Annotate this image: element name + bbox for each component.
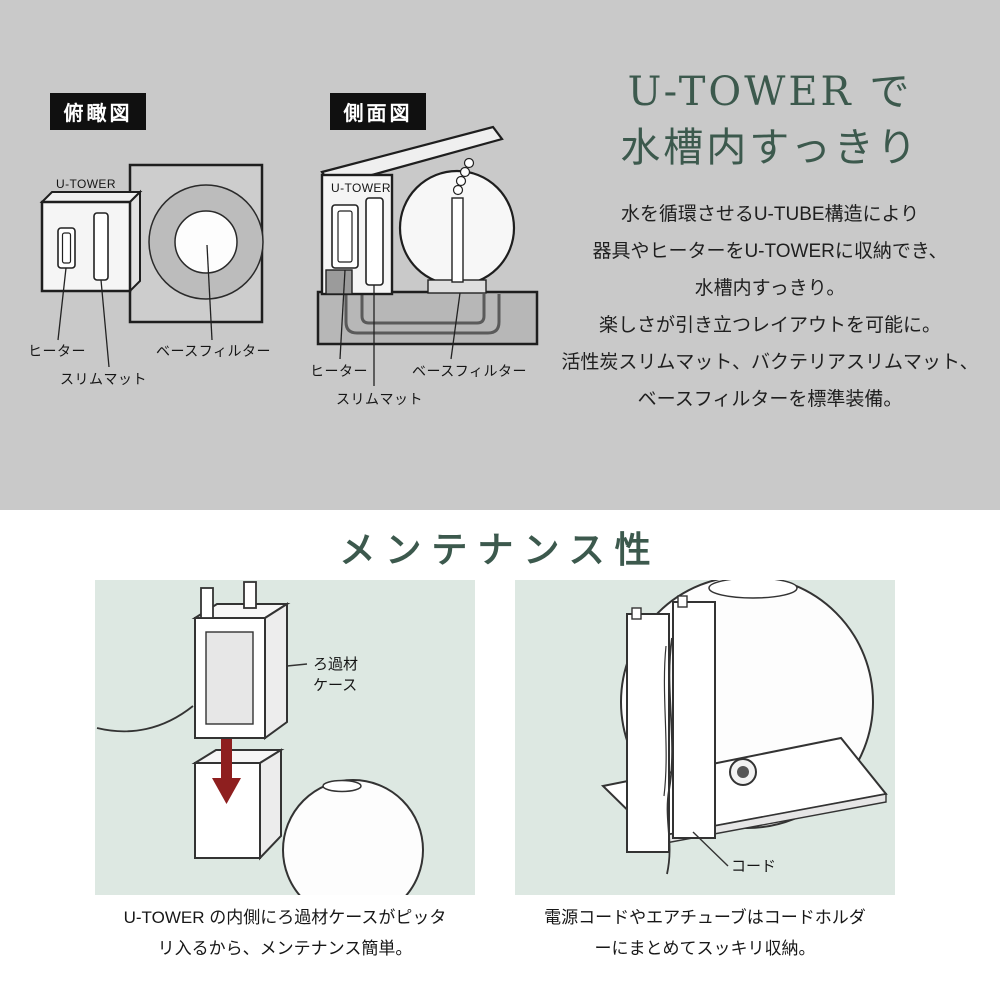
filter-case-side-face: [264, 602, 288, 740]
filter-case-callout-line1: ろ過材: [313, 656, 359, 673]
u-tube-outer-pipe: [344, 294, 501, 335]
utower-side-face: [259, 748, 282, 861]
side-view-slim-mat-label: スリムマット: [336, 391, 423, 407]
side-view-diagram: [316, 125, 539, 386]
utower-front-slab: [626, 613, 670, 853]
cord-holder-illustration: [600, 580, 888, 875]
top-view-heater-label: ヒーター: [28, 343, 86, 359]
maintenance-panel-cord-holder: コード: [515, 580, 895, 895]
feature-title-line2: 水槽内すっきり: [620, 125, 920, 171]
side-view-base-filter-label: ベースフィルター: [412, 363, 528, 379]
heater-leader-line: [339, 269, 346, 360]
filter-case-callout-line2: ケース: [313, 677, 358, 694]
air-tube-segment: [455, 175, 467, 187]
feature-body-line: ベースフィルターを標準装備。: [637, 389, 903, 410]
heater-leader-line: [57, 267, 67, 341]
top-view-diagram: [39, 163, 264, 368]
feature-body-line: 楽しさが引き立つレイアウトを可能に。: [598, 315, 941, 336]
maintenance-title: メンテナンス性: [339, 529, 661, 571]
filter-case-caption: U-TOWER の内側にろ過材ケースがピッタ リ入るから、メンテナンス簡単。: [95, 902, 475, 964]
feature-body-line: 器具やヒーターをU-TOWERに収納でき、: [592, 241, 948, 262]
utower-top-face: [39, 191, 143, 203]
filter-case-caption-line1: U-TOWER の内側にろ過材ケースがピッタ: [123, 908, 447, 927]
outlet-center: [737, 766, 749, 778]
utower-back-slab: [672, 601, 716, 839]
air-tube-line: [663, 645, 667, 797]
sphere-tank: [282, 779, 424, 895]
feature-body-line: 水槽内すっきり。: [694, 278, 846, 299]
sphere-opening: [322, 779, 362, 793]
cord-holder-caption-line2: ーにまとめてスッキリ収納。: [594, 939, 816, 958]
utower-side-face: [129, 189, 141, 294]
feature-body-copy: 水を循環させるU-TUBE構造により 器具やヒーターをU-TOWERに収納でき、…: [535, 196, 1000, 418]
callout-leader-line: [286, 663, 308, 667]
heater-inner-shape: [61, 232, 72, 264]
base-slab: [316, 290, 539, 346]
filter-case-illustration: [96, 581, 424, 895]
cord-holder-caption: 電源コードやエアチューブはコードホルダ ーにまとめてスッキリ収納。: [515, 902, 895, 964]
feature-title: U-TOWER で 水槽内すっきり: [545, 64, 995, 176]
top-view-badge: 俯瞰図: [50, 93, 146, 130]
sphere-opening: [708, 580, 798, 599]
feature-body-line: 活性炭スリムマット、バクテリアスリムマット、: [561, 352, 979, 373]
slim-mat-shape: [93, 212, 109, 281]
base-filter-inner-circle: [174, 210, 238, 274]
u-tube-inner-pipe: [360, 294, 486, 325]
down-arrow-shaft: [221, 738, 232, 780]
side-view-utower-label: U-TOWER: [331, 181, 391, 195]
filter-case-callout: ろ過材 ケース: [313, 654, 358, 696]
heater-inner-shape: [337, 210, 353, 263]
base-filter-leader-line: [206, 244, 213, 341]
hook-tab: [631, 607, 642, 620]
tube-line: [96, 705, 194, 733]
heater-shape: [57, 227, 76, 269]
slim-mat-shape: [365, 197, 384, 286]
filter-case-opening: [205, 631, 254, 725]
cord-callout: コード: [731, 858, 777, 875]
filter-case-hook-tab: [200, 587, 214, 619]
air-tube-segment: [459, 166, 471, 178]
maintenance-panel-filter-case: ろ過材 ケース: [95, 580, 475, 895]
top-view-slim-mat-label: スリムマット: [60, 371, 147, 387]
side-view-badge: 側面図: [330, 93, 426, 130]
side-view-heater-label: ヒーター: [310, 363, 368, 379]
pump-box: [325, 269, 353, 295]
power-cord-line: [666, 637, 674, 875]
feature-title-line1: U-TOWER で: [627, 69, 913, 115]
air-tube-segment: [452, 184, 464, 196]
heater-shape: [331, 204, 359, 269]
air-tube: [451, 197, 464, 283]
filter-case-hook-tab: [243, 581, 257, 609]
slim-mat-leader-line: [100, 279, 110, 368]
callout-leader-line: [692, 831, 729, 867]
top-view-utower-label: U-TOWER: [56, 177, 116, 191]
air-tube-segment: [463, 157, 475, 169]
filter-case-caption-line2: リ入るから、メンテナンス簡単。: [157, 939, 413, 958]
hook-tab: [677, 595, 688, 608]
utower-feature-section: 俯瞰図 側面図 U-TOWER ヒーター スリムマット ベースフィルター: [0, 0, 1000, 510]
base-filter-leader-line: [450, 292, 461, 360]
down-arrow-head: [212, 778, 241, 804]
cord-holder-caption-line1: 電源コードやエアチューブはコードホルダ: [544, 908, 866, 927]
top-view-base-filter-label: ベースフィルター: [156, 343, 272, 359]
feature-body-line: 水を循環させるU-TUBE構造により: [620, 204, 920, 225]
utower-box: [40, 200, 132, 293]
